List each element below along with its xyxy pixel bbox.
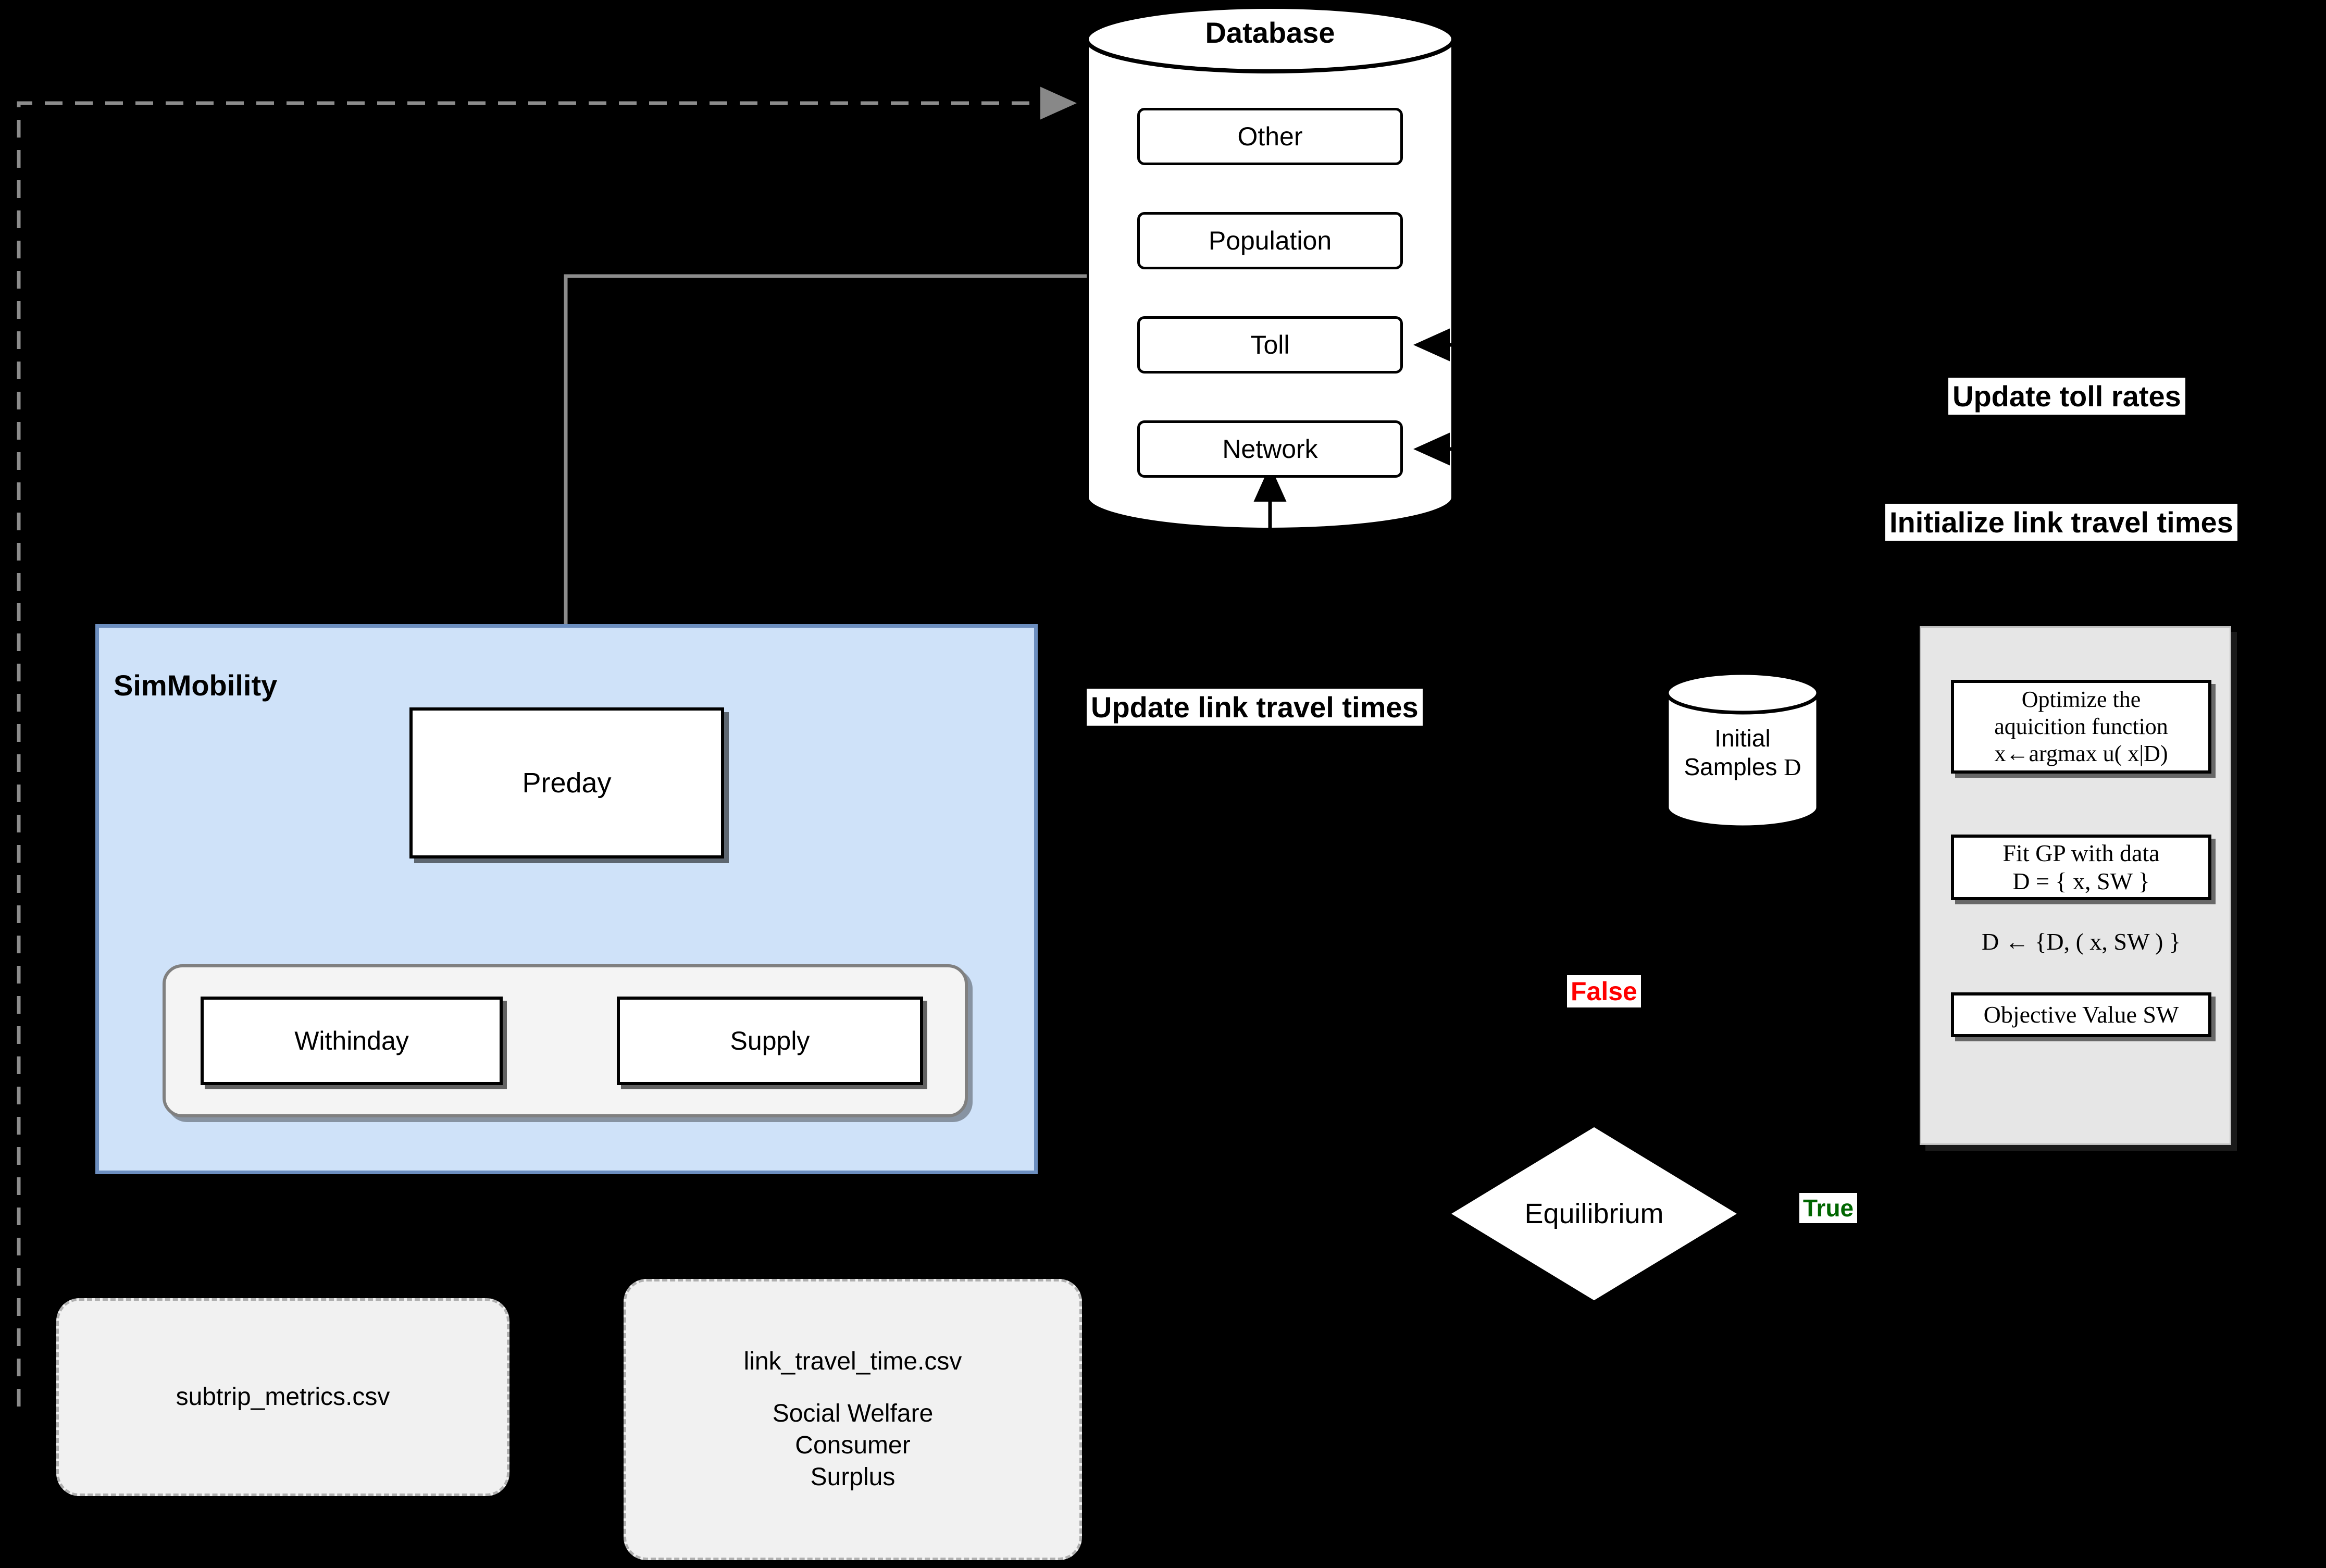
initial-samples-line1: Initial: [1714, 725, 1771, 752]
caption-update-link-travel-times: Update link travel times: [1087, 689, 1423, 726]
database-entry-population[interactable]: Population: [1137, 212, 1403, 269]
dashed-feedback-to-database: [17, 86, 1077, 1407]
false-branch-label: False: [1567, 975, 1641, 1007]
initial-samples-label: Initial Samples D: [1667, 714, 1818, 792]
acquisition-line2: aquicition function: [1994, 714, 2168, 740]
caption-update-toll-rates: Update toll rates: [1948, 378, 2185, 415]
dashed-database-to-preday: [549, 274, 1087, 717]
fit-gp-line2: D = { x, SW }: [2012, 868, 2150, 894]
subtrip-metrics-filename: subtrip_metrics.csv: [176, 1383, 390, 1411]
equilibrium-diamond-shape: [1451, 1127, 1737, 1301]
initial-samples-symbol: D: [1784, 753, 1801, 780]
metric-surplus: Surplus: [810, 1463, 895, 1491]
withinday-node[interactable]: Withinday: [201, 997, 503, 1085]
initial-samples-line2: Samples D: [1684, 753, 1801, 780]
preday-node[interactable]: Preday: [409, 707, 724, 858]
database-entry-other[interactable]: Other: [1137, 108, 1403, 165]
database-entry-network[interactable]: Network: [1137, 420, 1403, 478]
link-travel-time-filename: link_travel_time.csv: [743, 1348, 962, 1376]
initial-samples-cylinder-shape: [1665, 671, 1820, 829]
supply-node[interactable]: Supply: [617, 997, 923, 1085]
fit-gp-node[interactable]: Fit GP with data D = { x, SW }: [1951, 835, 2211, 900]
database-entry-toll[interactable]: Toll: [1137, 316, 1403, 374]
data-update-label: D ← {D, ( x, SW ) }: [1982, 928, 2181, 955]
optimize-acquisition-node[interactable]: Optimize the aquicition function x←argma…: [1951, 680, 2211, 774]
metric-social-welfare: Social Welfare: [772, 1399, 934, 1427]
fit-gp-line1: Fit GP with data: [2002, 839, 2160, 866]
true-branch-label: True: [1799, 1193, 1858, 1223]
metric-consumer: Consumer: [795, 1432, 911, 1459]
simmobility-label: SimMobility: [114, 668, 278, 702]
link-travel-time-file[interactable]: link_travel_time.csv Social Welfare Cons…: [624, 1279, 1082, 1560]
equilibrium-decision-label[interactable]: Equilibrium: [1524, 1198, 1664, 1229]
caption-initialize-link-travel-times: Initialize link travel times: [1885, 504, 2237, 541]
database-title: Database: [1205, 16, 1335, 49]
objective-value-node[interactable]: Objective Value SW: [1951, 992, 2211, 1037]
subtrip-metrics-file[interactable]: subtrip_metrics.csv: [56, 1298, 509, 1496]
acquisition-line3: x←argmax u( x|D): [1994, 740, 2168, 766]
acquisition-line1: Optimize the: [2021, 687, 2141, 713]
